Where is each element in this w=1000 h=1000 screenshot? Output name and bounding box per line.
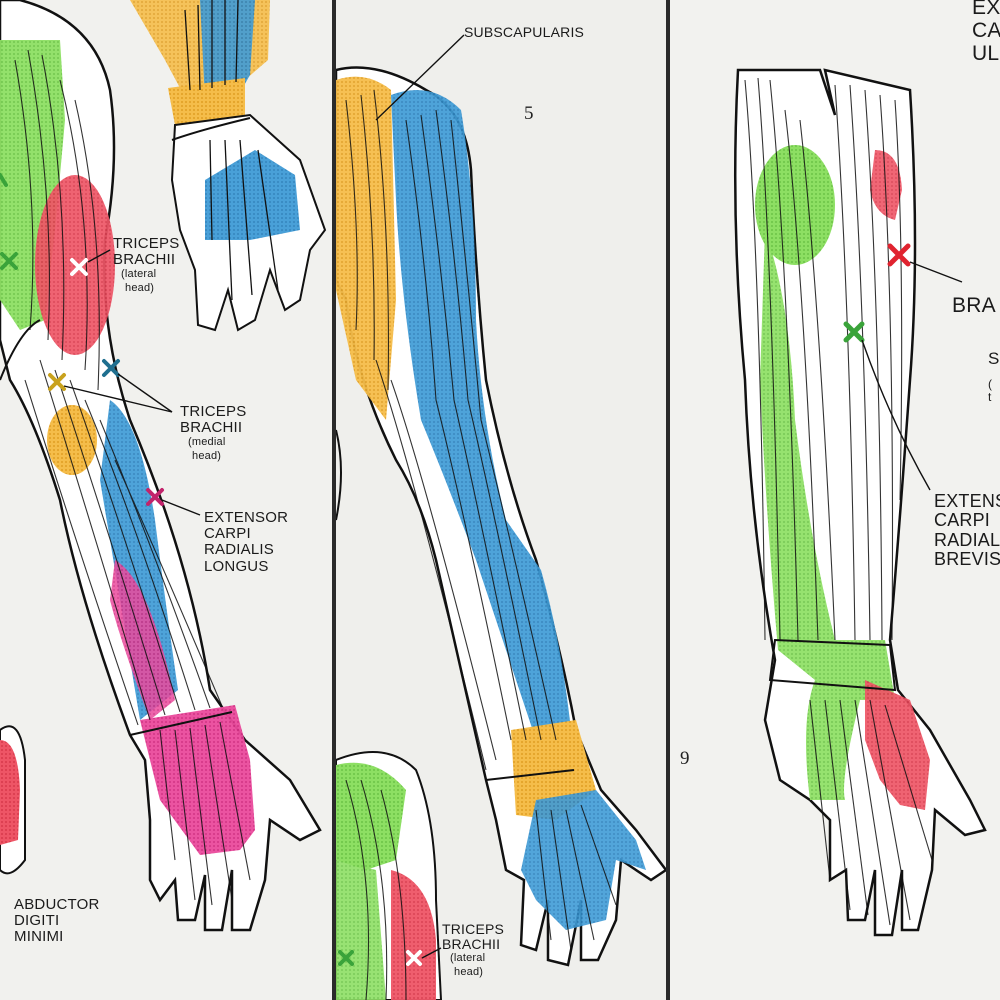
label-triceps-lateral: TRICEPS BRACHII (lateral head) — [442, 921, 505, 980]
label-line: UL — [972, 42, 1000, 66]
leader-line — [375, 34, 465, 121]
label-extensor-carpi-radialis-longus: EXTENSOR CARPI RADIALIS LONGUS — [204, 509, 289, 575]
lower-left-figure — [0, 725, 26, 875]
label-line: (lateral — [121, 268, 157, 281]
main-arm-figure — [0, 0, 322, 932]
forearm-illustration-right — [733, 68, 987, 937]
label-line: CARPI — [204, 525, 251, 543]
label-line: EX — [972, 0, 1000, 19]
forearm-figure — [733, 68, 987, 937]
diagram-panel-left: TRICEPS BRACHII (lateral head) TRICEPS B… — [0, 0, 332, 1000]
label-line: TRICEPS — [113, 235, 180, 252]
label-line: DIGITI — [14, 912, 60, 930]
x-marker-green — [843, 321, 865, 343]
label-line: (lateral — [450, 952, 486, 965]
x-marker-white — [406, 950, 422, 966]
leader-lines — [63, 249, 201, 516]
x-marker-green — [0, 252, 18, 270]
x-marker-magenta — [146, 488, 164, 506]
label-line: head) — [192, 450, 222, 463]
label-line: CA — [972, 19, 1000, 43]
label-line: BREVIS — [934, 549, 1000, 570]
label-triceps-lateral: TRICEPS BRACHII (lateral head) — [113, 235, 180, 296]
label-line: ( — [988, 377, 993, 392]
label-line: ABDUCTOR — [14, 896, 100, 913]
label-line: BRACHII — [180, 419, 243, 437]
label-line: RADIALIS — [204, 541, 274, 559]
label-line: head) — [454, 965, 484, 978]
x-marker-gold — [48, 373, 66, 391]
label-triceps-medial: TRICEPS BRACHII (medial head) — [180, 403, 247, 464]
figure-number: 9 — [680, 748, 690, 769]
x-marker-red — [887, 243, 911, 267]
label-line: t — [988, 390, 992, 405]
label-line: BRACHII — [113, 251, 176, 269]
diagram-panel-middle: SUBSCAPULARIS 5 TRICEPS BRACHII (lateral… — [336, 0, 666, 1000]
label-line: CARPI — [934, 510, 991, 531]
label-line: S — [988, 349, 1000, 368]
x-marker-white — [70, 258, 88, 276]
figure-number: 5 — [524, 103, 534, 124]
label-line: TRICEPS — [442, 921, 505, 937]
label-line: MINIMI — [14, 928, 64, 946]
label-truncated-brachio: BRA — [952, 294, 996, 317]
x-marker-green-2 — [0, 173, 8, 187]
label-line: LONGUS — [204, 557, 269, 575]
label-extensor-carpi-radialis-brevis: EXTENS CARPI RADIAL BREVIS — [934, 491, 1000, 570]
label-truncated-top: EX CA UL — [972, 0, 1000, 65]
trigger-point-markers — [843, 243, 911, 343]
lower-arm-figure — [336, 751, 443, 1000]
label-line: (medial — [188, 436, 226, 449]
label-line: RADIAL — [934, 529, 1000, 550]
label-subscapularis: SUBSCAPULARIS — [464, 24, 585, 40]
label-abductor-digiti-minimi: ABDUCTOR DIGITI MINIMI — [14, 896, 100, 946]
x-marker-teal — [102, 359, 120, 377]
label-line: head) — [125, 282, 155, 295]
label-line: BRACHII — [442, 936, 501, 953]
trigger-point-markers — [0, 173, 164, 506]
arm-illustration-middle — [336, 34, 666, 1000]
raised-arm-figure — [336, 66, 666, 967]
x-marker-green — [338, 950, 354, 966]
label-line: EXTENS — [934, 491, 1000, 511]
diagram-panel-right: EX CA UL BRA S ( t EXTENS CARPI RADIAL B… — [670, 0, 1000, 1000]
arm-illustration-left — [0, 0, 327, 932]
leader-lines — [861, 261, 963, 491]
label-line: EXTENSOR — [204, 509, 289, 526]
upper-hand-figure — [130, 0, 327, 332]
label-line: TRICEPS — [180, 403, 247, 420]
label-truncated-s: S ( t — [988, 349, 1000, 405]
